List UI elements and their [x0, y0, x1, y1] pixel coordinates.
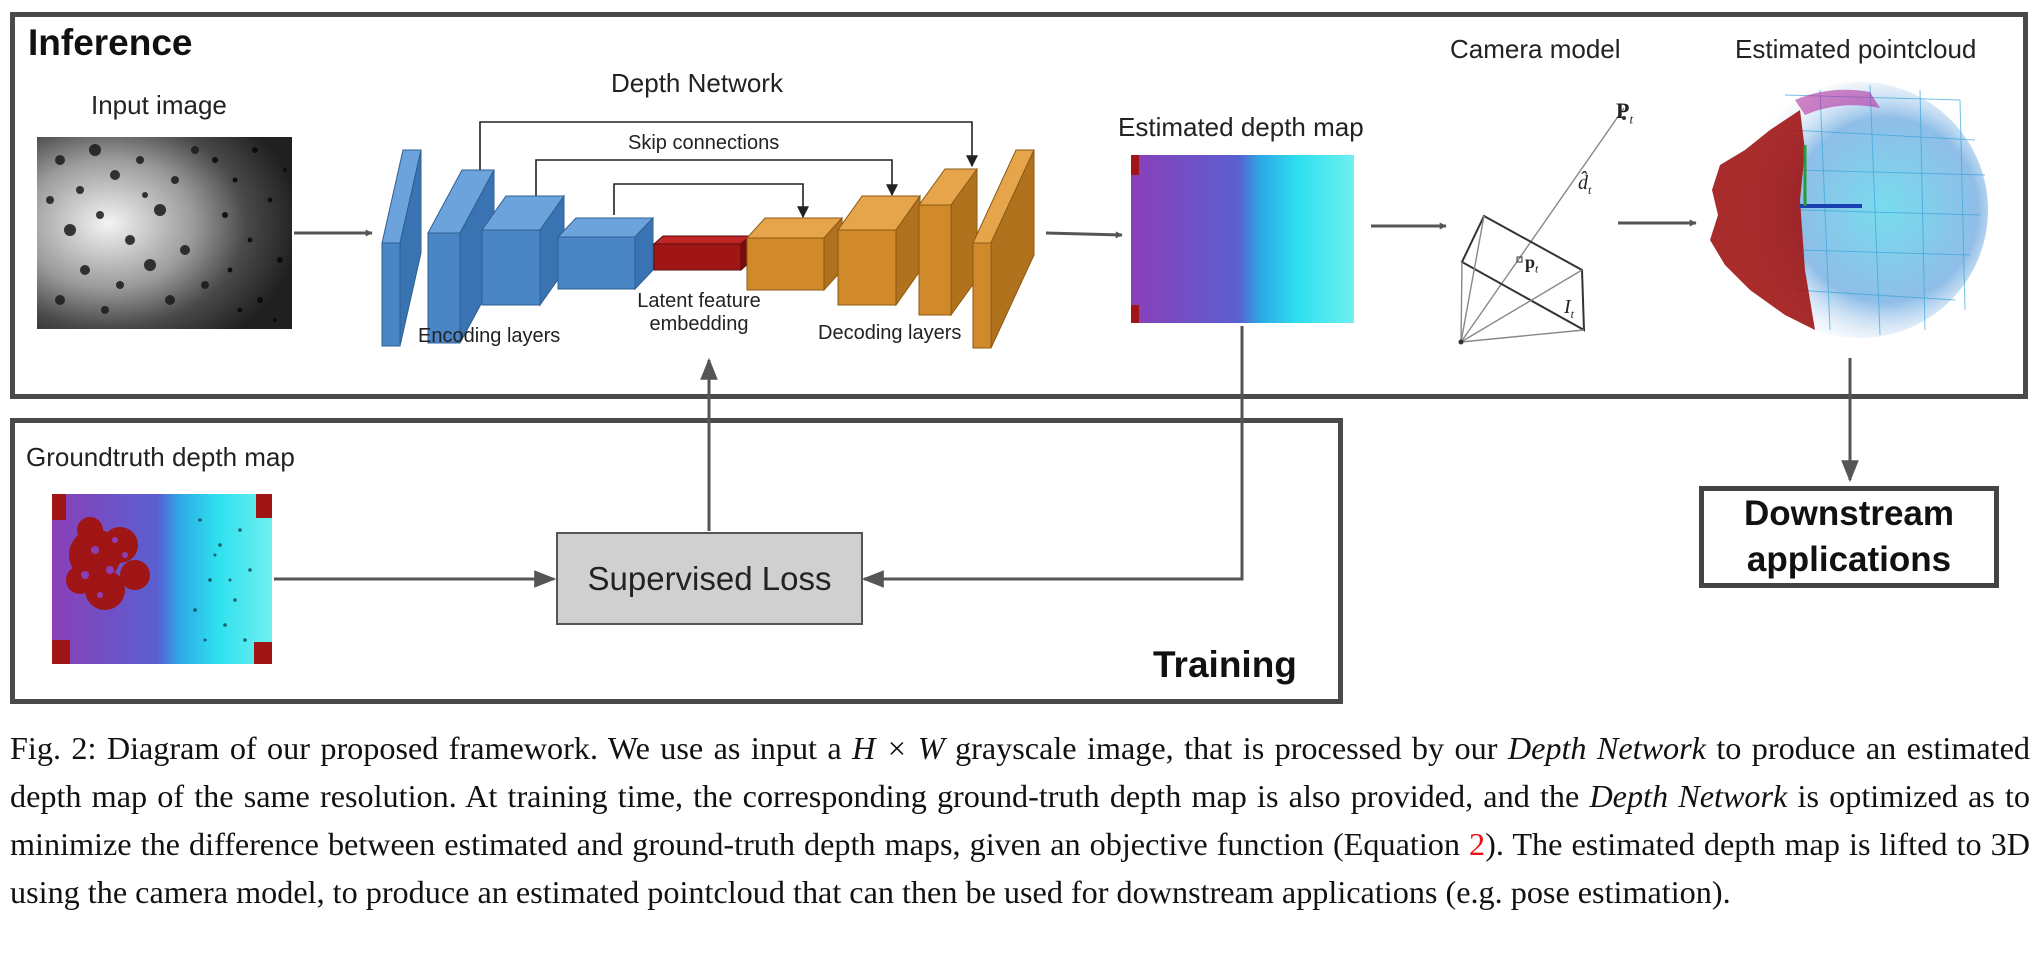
camera-pixel-p-label: pt: [1525, 252, 1539, 276]
training-title: Training: [1153, 644, 1297, 685]
estimated-pointcloud-label: Estimated pointcloud: [1735, 34, 1977, 64]
estimated-depth-map-label: Estimated depth map: [1118, 112, 1364, 142]
camera-image-I-label: It: [1564, 296, 1575, 321]
equation-reference-link[interactable]: 2: [1469, 826, 1486, 862]
input-image: [37, 137, 292, 329]
enc-layer-4: [556, 216, 655, 291]
dec-layer-1: [745, 216, 844, 292]
camera-point-P-label: Pt: [1616, 98, 1634, 127]
training-panel: [10, 418, 1343, 704]
camera-model: [1458, 107, 1626, 345]
inference-title: Inference: [28, 22, 193, 63]
enc-layer-1: [381, 149, 422, 347]
framework-diagram: [37, 82, 1988, 664]
inference-panel: [10, 12, 2028, 399]
downstream-applications-box: Downstream applications: [1699, 486, 1999, 588]
decoding-layers-label: Decoding layers: [818, 322, 962, 344]
caption-italic-2: Depth Network: [1589, 778, 1788, 814]
skip-connections-label: Skip connections: [628, 132, 780, 154]
dec-layer-4: [972, 149, 1035, 349]
camera-model-label: Camera model: [1450, 34, 1621, 64]
decoder-blocks: [745, 149, 1035, 349]
latent-line-1: Latent feature: [637, 290, 761, 312]
input-image-label: Input image: [91, 90, 227, 120]
latent-feature-label: Latent feature embedding: [634, 290, 764, 336]
depth-network-label: Depth Network: [611, 68, 783, 98]
arrow-depth-to-loss: [861, 326, 1244, 588]
estimated-pointcloud: [1710, 82, 1988, 338]
figure-caption: Fig. 2: Diagram of our proposed framewor…: [10, 730, 2031, 910]
estimated-depth-map: [1131, 155, 1354, 323]
dec-layer-2: [837, 194, 921, 307]
encoder-blocks: [381, 149, 655, 347]
caption-italic-1: Depth Network: [1507, 730, 1706, 766]
groundtruth-depth-map: [52, 494, 272, 664]
arrow-network-to-depth: [1045, 231, 1123, 239]
enc-layer-3: [481, 194, 565, 307]
groundtruth-depth-map-label: Groundtruth depth map: [26, 442, 295, 472]
downstream-line-2: applications: [1746, 540, 1952, 579]
supervised-loss-label: Supervised Loss: [587, 559, 832, 597]
caption-math: H × W: [852, 730, 945, 766]
latent-line-2: embedding: [649, 313, 749, 335]
dec-layer-3: [918, 167, 978, 317]
encoding-layers-label: Encoding layers: [418, 325, 561, 347]
skip-connections: [479, 121, 978, 219]
downstream-line-1: Downstream: [1743, 494, 1955, 533]
latent-block: [652, 234, 752, 272]
supervised-loss-box: Supervised Loss: [556, 532, 863, 625]
camera-depth-d-label: d̂t: [1578, 172, 1592, 197]
